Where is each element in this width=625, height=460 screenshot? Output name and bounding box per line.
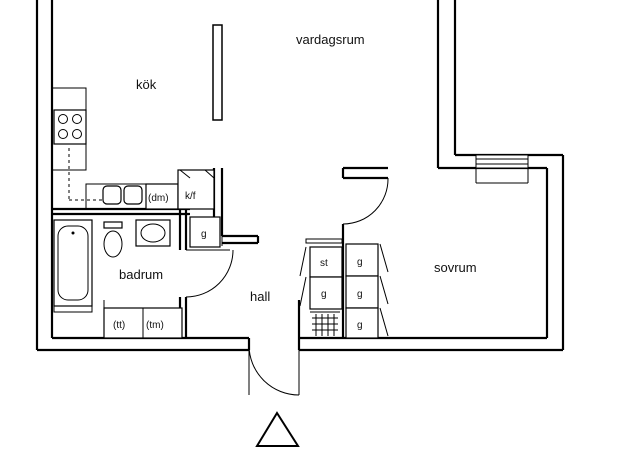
- toilet-icon: [103, 221, 123, 229]
- washer-label: (tm): [146, 320, 164, 331]
- fridge-freezer-label: k/f: [185, 191, 196, 202]
- stove-icon: [53, 109, 87, 145]
- wardrobe-label-1: g: [321, 289, 327, 300]
- dryer-label: (tt): [113, 320, 125, 331]
- bathroom-fixtures: (tt) (tm): [53, 219, 183, 339]
- wardrobe-label-4: g: [357, 320, 363, 331]
- wardrobe-label-3: g: [357, 289, 363, 300]
- entrance-triangle-icon: [255, 411, 300, 447]
- living-room-label: vardagsrum: [296, 32, 365, 47]
- storage-units: st g g g g: [299, 238, 389, 339]
- hall-wardrobe-small: g: [189, 216, 223, 248]
- bedroom-label: sovrum: [434, 260, 477, 275]
- storage-label: st: [320, 258, 328, 269]
- bathroom-label: badrum: [119, 267, 163, 282]
- doors: [185, 177, 389, 396]
- hall-label: hall: [250, 289, 270, 304]
- hall-wardrobe-label: g: [201, 229, 207, 240]
- kitchen-fixtures: (dm) k/f: [51, 87, 215, 210]
- dishwasher-label: (dm): [148, 193, 169, 204]
- wardrobe-label-2: g: [357, 257, 363, 268]
- kitchen-label: kök: [136, 77, 157, 92]
- outer-walls: [35, 0, 565, 352]
- window-bedroom: [475, 154, 529, 184]
- sink-icon: [102, 185, 122, 205]
